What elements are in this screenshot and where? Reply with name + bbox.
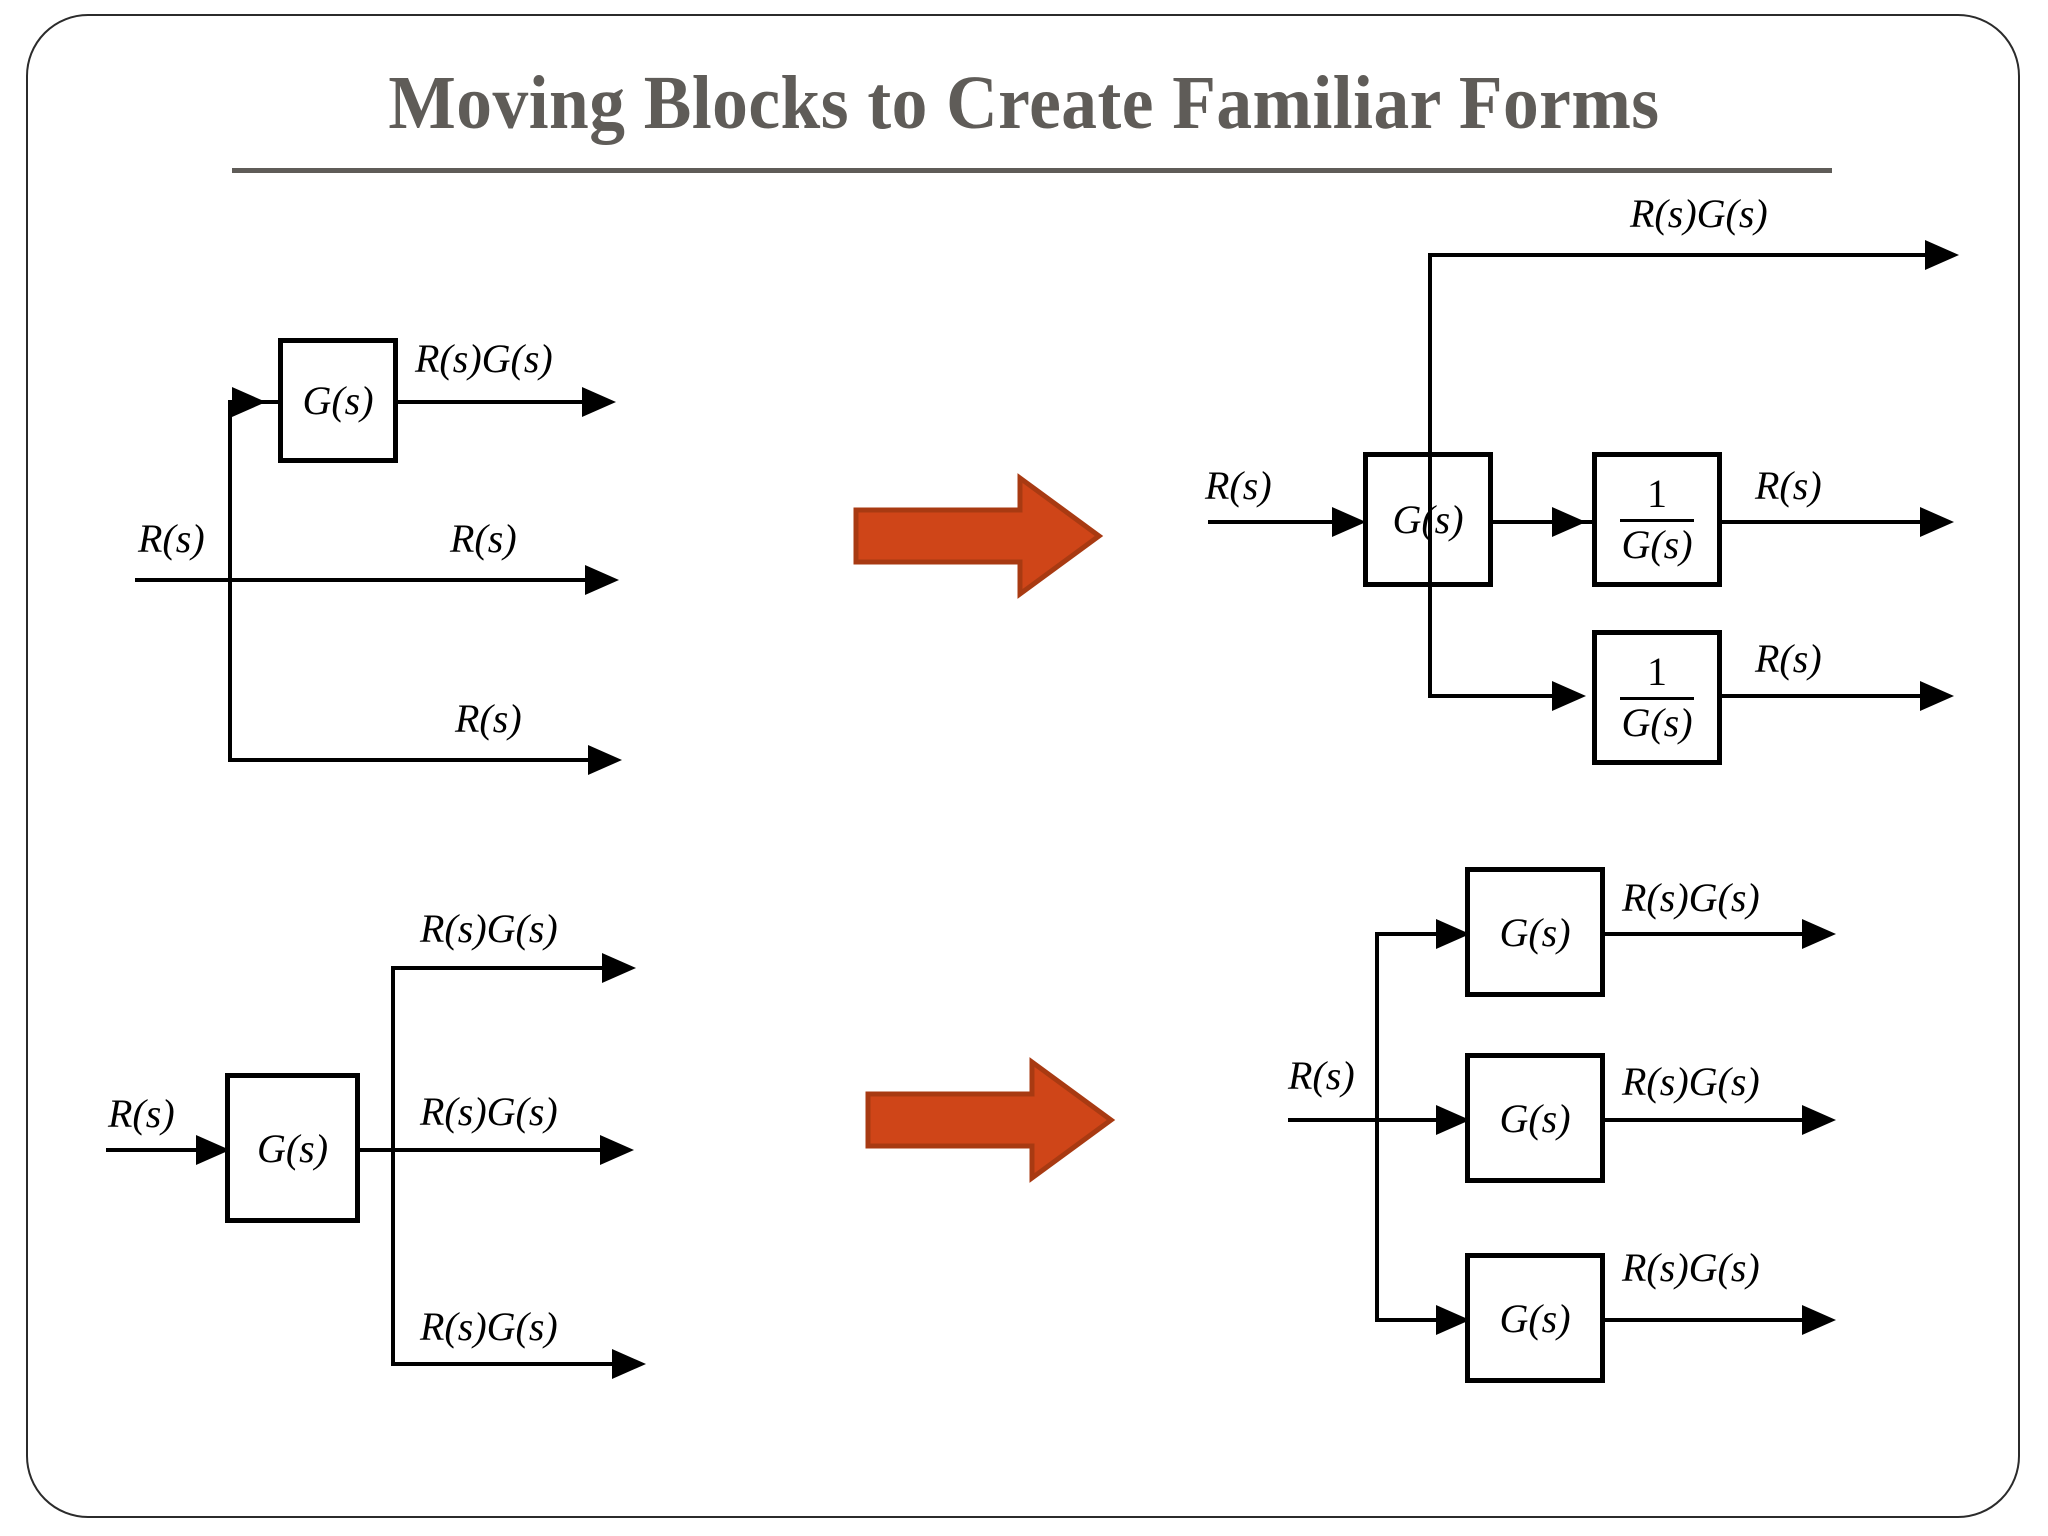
diagram-before-pickoff-right: R(s) G(s) R(s)G(s) R(s)G(s) R(s)G(s) xyxy=(0,860,700,1379)
arrowhead-into-G xyxy=(1332,507,1366,537)
arrowhead-into-G-bottom xyxy=(1436,1305,1470,1335)
page-title: Moving Blocks to Create Familiar Forms xyxy=(388,61,1660,145)
block-G-top: G(s) xyxy=(1465,867,1605,997)
arrowhead-top-output xyxy=(602,953,636,983)
arrowhead-into-G-top xyxy=(1436,919,1470,949)
right-arrow-icon xyxy=(865,1057,1116,1183)
diagram-after-pickoff-left: R(s) G(s) R(s)G(s) 1 G(s) R(s) xyxy=(1150,0,2048,800)
label-output-bottom-RG: R(s)G(s) xyxy=(420,1304,558,1349)
arrowhead-into-G-middle xyxy=(1436,1105,1470,1135)
vertical-bus xyxy=(1428,253,1432,698)
branch-down-line xyxy=(228,758,608,762)
fraction-denominator: G(s) xyxy=(1621,699,1693,745)
label-output-middle-RG: R(s)G(s) xyxy=(420,1089,558,1134)
arrowhead-middle-output xyxy=(600,1135,634,1165)
transform-arrow-bottom xyxy=(862,1056,1117,1184)
fraction-numerator: 1 xyxy=(1647,648,1667,694)
label-input-R: R(s) xyxy=(1205,463,1272,508)
fraction-bar xyxy=(1620,518,1694,522)
arrowhead-bottom-output xyxy=(1920,681,1954,711)
label-output-middle-R: R(s) xyxy=(1755,463,1822,508)
transform-arrow-top xyxy=(850,472,1105,600)
right-arrow-icon xyxy=(853,473,1104,599)
arrowhead-bottom-output xyxy=(1802,1305,1836,1335)
bottom-branch-line xyxy=(1428,694,1556,698)
block-G-middle: G(s) xyxy=(1465,1053,1605,1183)
input-line xyxy=(1208,520,1360,524)
arrowhead-bottom-output xyxy=(588,745,622,775)
input-line xyxy=(106,1148,224,1152)
label-output-top-RG: R(s)G(s) xyxy=(420,906,558,951)
label-output-middle-R: R(s) xyxy=(450,516,517,561)
arrowhead-middle-output xyxy=(1920,507,1954,537)
vertical-bus xyxy=(391,966,395,1366)
vertical-bus xyxy=(1375,932,1379,1322)
arrowhead-top-output xyxy=(1925,240,1959,270)
label-output-bottom-RG: R(s)G(s) xyxy=(1622,1245,1760,1290)
arrowhead-main xyxy=(585,565,619,595)
label-output-top-RG: R(s)G(s) xyxy=(415,336,553,381)
invG-1-output-line xyxy=(1722,520,1942,524)
label-input-R: R(s) xyxy=(1288,1053,1355,1098)
invG-2-output-line xyxy=(1722,694,1942,698)
fraction-1-over-G: 1 G(s) xyxy=(1617,470,1696,567)
block-inverse-G-1: 1 G(s) xyxy=(1592,452,1722,587)
fraction-numerator: 1 xyxy=(1647,470,1667,516)
label-input-R: R(s) xyxy=(108,1091,175,1136)
label-output-middle-RG: R(s)G(s) xyxy=(1622,1059,1760,1104)
arrowhead-into-block xyxy=(196,1135,230,1165)
input-line xyxy=(1288,1118,1478,1122)
block-inverse-G-2: 1 G(s) xyxy=(1592,630,1722,765)
arrowhead-into-invG-1 xyxy=(1552,507,1586,537)
block-G: G(s) xyxy=(225,1073,360,1223)
top-branch-line xyxy=(1428,253,1948,257)
fraction-bar xyxy=(1620,696,1694,700)
top-branch-line xyxy=(391,966,626,970)
arrowhead-into-block xyxy=(232,387,266,417)
arrowhead-bottom-output xyxy=(612,1349,646,1379)
fraction-1-over-G: 1 G(s) xyxy=(1617,648,1696,745)
G-middle-output-line xyxy=(1605,1118,1820,1122)
block-G-bottom: G(s) xyxy=(1465,1253,1605,1383)
title-underline xyxy=(232,168,1832,173)
block-output-line xyxy=(360,1148,625,1152)
bottom-branch-line xyxy=(1375,1318,1461,1322)
label-output-bottom-R: R(s) xyxy=(1755,636,1822,681)
block-G: G(s) xyxy=(278,338,398,463)
diagram-before-pickoff-left: R(s) R(s) G(s) R(s)G(s) R(s) xyxy=(0,0,700,775)
label-output-bottom-R: R(s) xyxy=(455,696,522,741)
G-top-output-line xyxy=(1605,932,1820,936)
arrowhead-middle-output xyxy=(1802,1105,1836,1135)
label-output-top-RG: R(s)G(s) xyxy=(1622,875,1760,920)
arrowhead-top-output xyxy=(1802,919,1836,949)
arrowhead-top-output xyxy=(582,387,616,417)
top-branch-line xyxy=(1375,932,1461,936)
bottom-branch-line xyxy=(391,1362,636,1366)
diagram-after-pickoff-right: R(s) G(s) R(s)G(s) G(s) R(s)G(s) G(s) R(… xyxy=(1250,860,2048,1383)
label-input-R: R(s) xyxy=(138,516,205,561)
block-output-line xyxy=(398,400,610,404)
pickoff-bus xyxy=(228,400,232,762)
fraction-denominator: G(s) xyxy=(1621,521,1693,567)
label-output-top-RG: R(s)G(s) xyxy=(1630,191,1768,236)
G-bottom-output-line xyxy=(1605,1318,1820,1322)
signal-line-main xyxy=(135,578,605,582)
arrowhead-into-invG-2 xyxy=(1552,681,1586,711)
